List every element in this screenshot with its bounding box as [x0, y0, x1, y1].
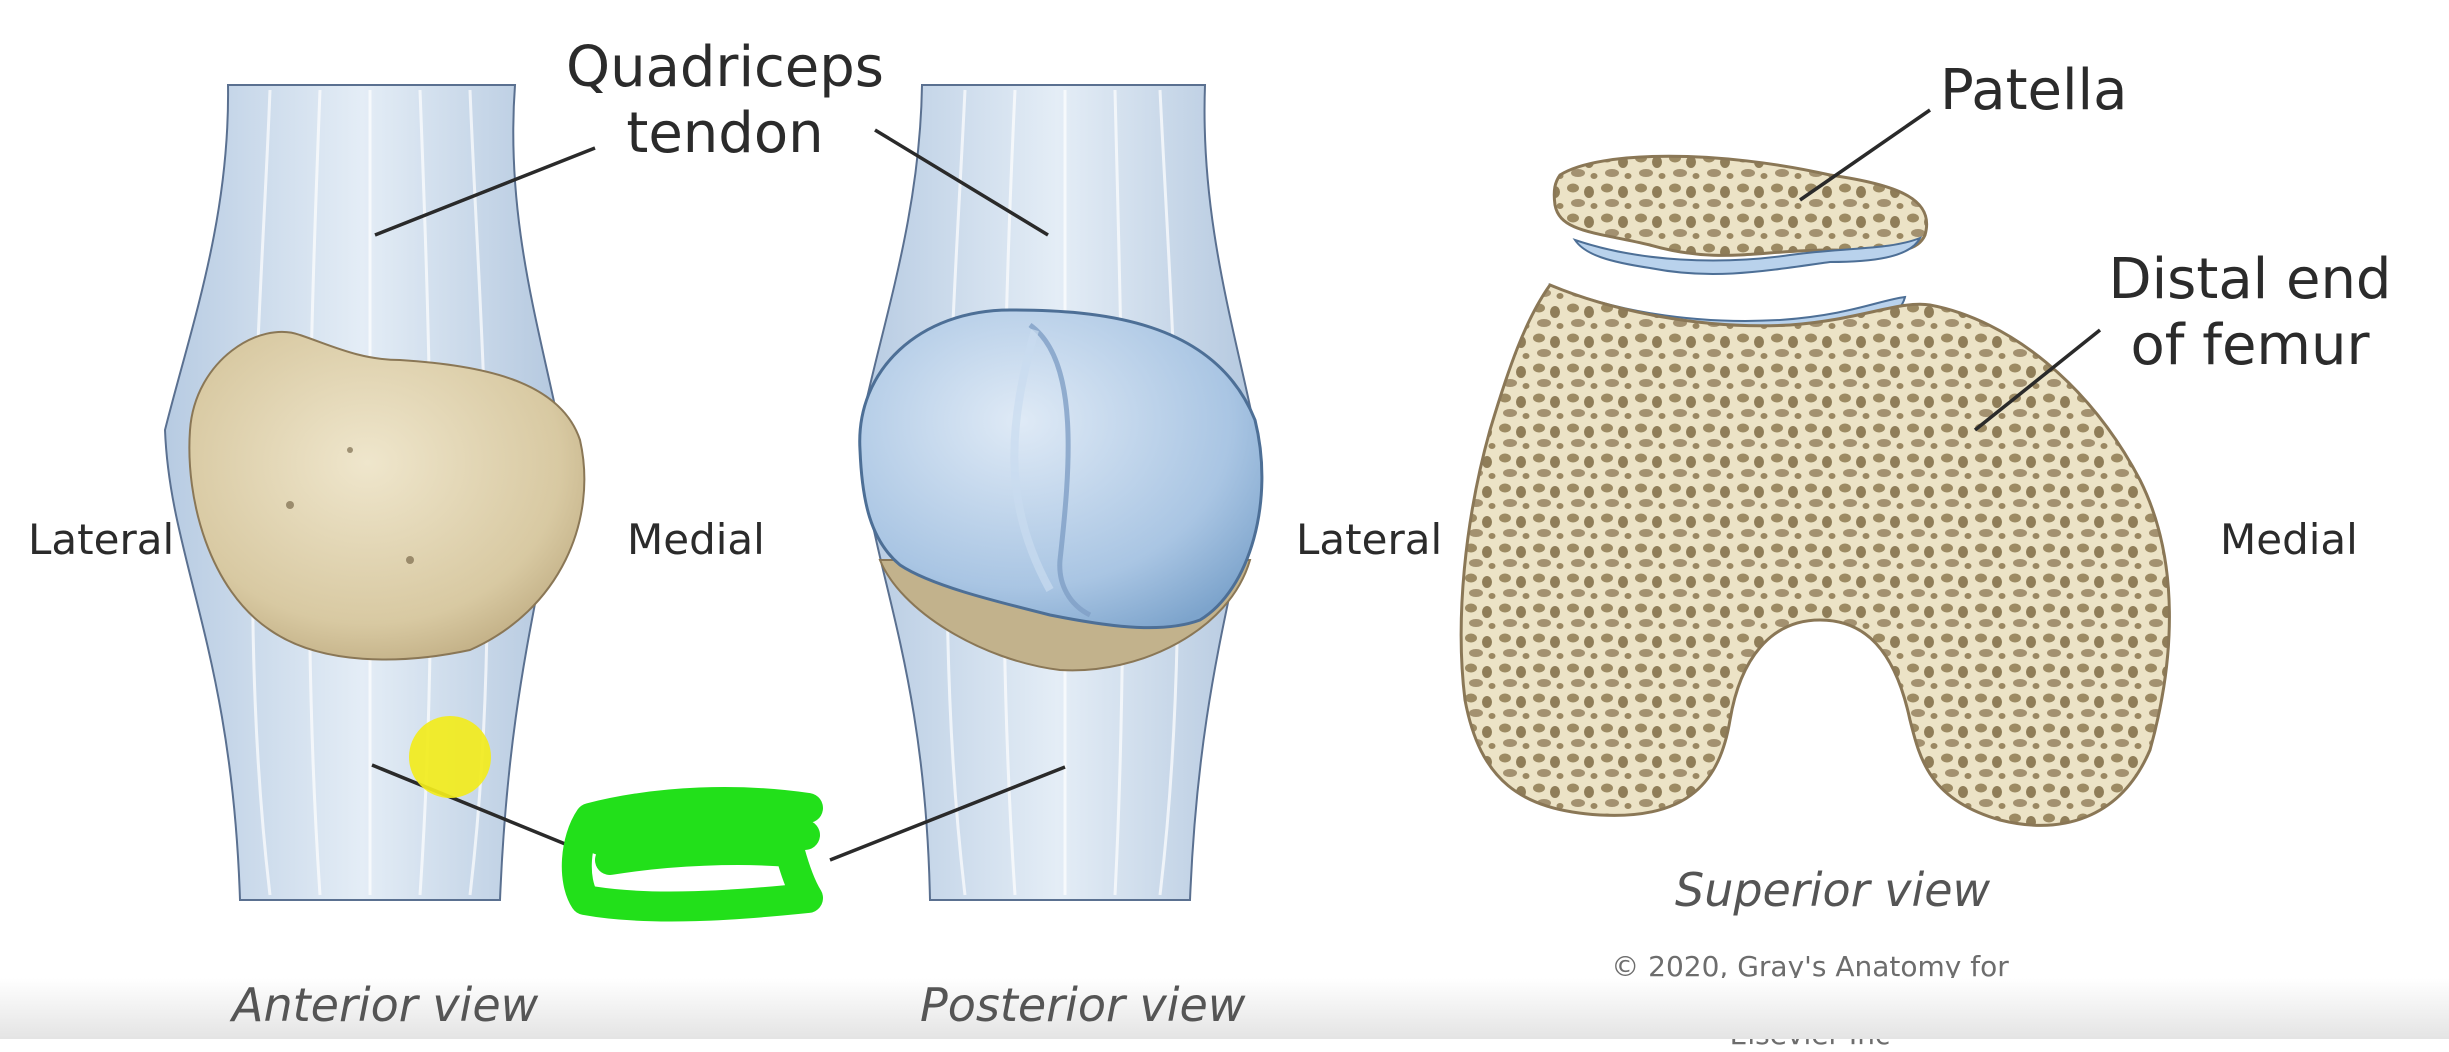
patellar-ligament-leader-right: [829, 765, 1066, 862]
patellar-articular-cartilage: [858, 308, 1264, 630]
quadriceps-leader-line-right: [874, 128, 1049, 237]
green-scribble-mark: [561, 787, 823, 922]
lateral-label-left: Lateral: [28, 515, 175, 564]
posterior-view-illustration: [858, 84, 1264, 901]
yellow-highlight-dot: [409, 716, 491, 798]
superior-patella-bone: [1552, 154, 1929, 257]
quadriceps-leader-line-left: [374, 146, 596, 237]
quadriceps-tendon-text: Quadriceps tendon: [566, 35, 884, 166]
superior-view-illustration: [1459, 154, 2171, 827]
distal-femur-label: Distal end of femur: [2108, 247, 2392, 378]
patellar-cartilage-superior: [1572, 236, 1923, 276]
medial-label-right: Medial: [2220, 515, 2358, 564]
femur-leader-line: [1973, 328, 2102, 432]
distal-femur-cross-section: [1459, 283, 2171, 827]
patella-label: Patella: [1940, 58, 2128, 123]
posterior-view-caption: Posterior view: [920, 978, 1246, 1032]
anterior-view-illustration: [163, 84, 586, 901]
anterior-patella-bone: [188, 330, 586, 661]
medial-label-left: Medial: [627, 515, 765, 564]
patella-leader-line: [1799, 108, 1931, 202]
lateral-label-right: Lateral: [1296, 515, 1443, 564]
footer-bar: [0, 978, 2449, 1039]
quadriceps-tendon-label: Quadriceps tendon: [560, 35, 890, 167]
anterior-view-caption: Anterior view: [232, 978, 539, 1032]
patellar-ligament-leader-left: [371, 763, 576, 850]
superior-view-caption: Superior view: [1675, 863, 1991, 917]
